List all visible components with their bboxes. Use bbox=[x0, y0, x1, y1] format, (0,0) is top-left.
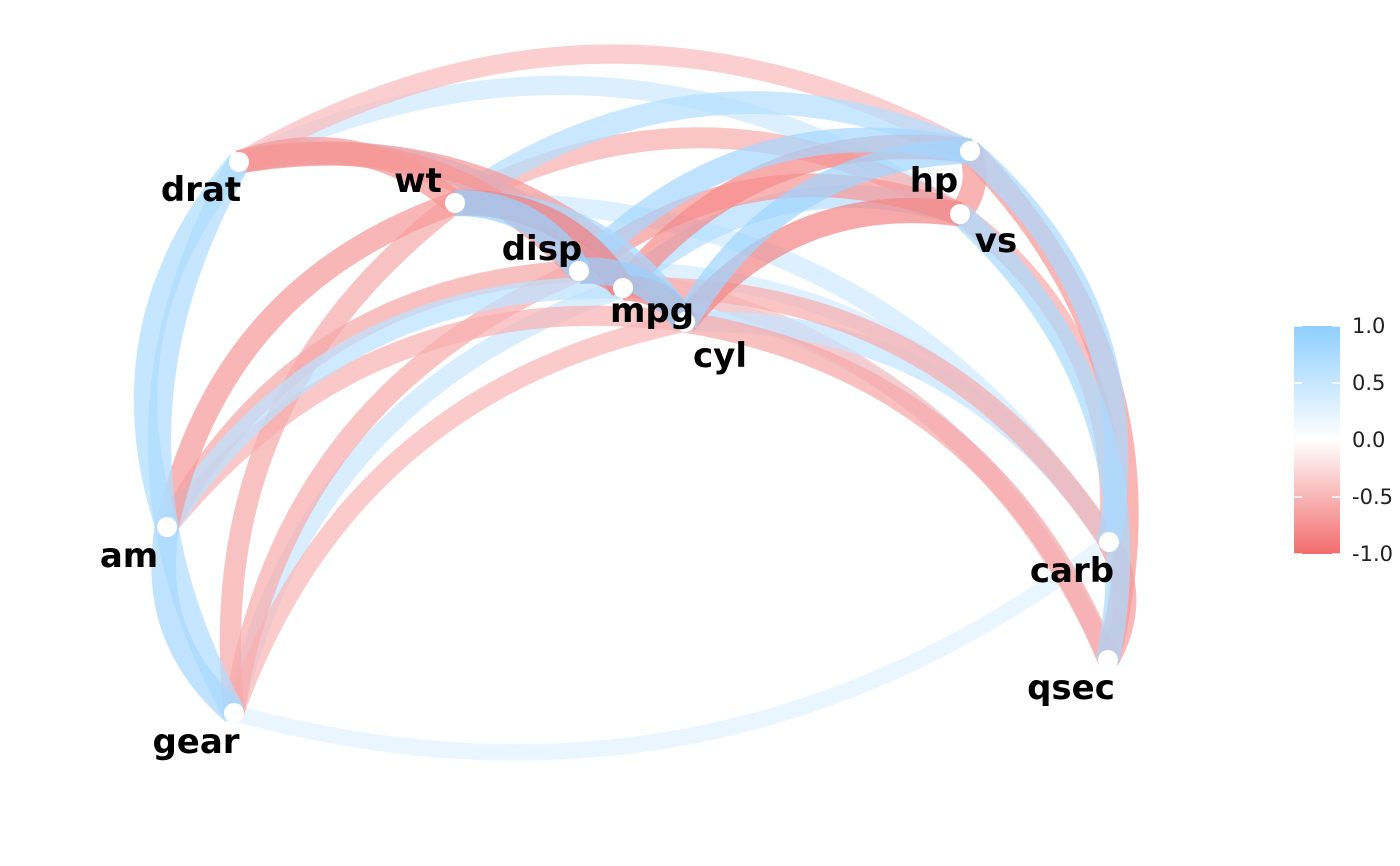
edge-mpg-am bbox=[157, 276, 624, 533]
nodes-layer bbox=[157, 141, 1119, 723]
edges-layer bbox=[133, 44, 1139, 761]
legend-ticks: 1.0 0.5 0.0 -0.5 -1.0 bbox=[1294, 314, 1393, 566]
node-label-vs: vs bbox=[975, 221, 1017, 261]
edge-cyl-qsec bbox=[683, 311, 1118, 665]
color-legend: 1.0 0.5 0.0 -0.5 -1.0 bbox=[1294, 314, 1393, 566]
node-gear bbox=[224, 703, 244, 723]
node-label-hp: hp bbox=[910, 161, 959, 201]
legend-tick-label: -1.0 bbox=[1352, 542, 1393, 566]
node-label-qsec: qsec bbox=[1027, 668, 1115, 708]
legend-tick-label: 0.0 bbox=[1352, 428, 1385, 452]
edge-hp-wt bbox=[448, 91, 975, 213]
edge-gear-carb bbox=[231, 535, 1114, 761]
edge-disp-hp bbox=[570, 127, 973, 280]
node-label-disp: disp bbox=[502, 229, 583, 269]
edge-hp-carb bbox=[962, 141, 1129, 545]
edge-wt-am bbox=[155, 192, 459, 530]
node-label-cyl: cyl bbox=[693, 336, 747, 376]
node-wt bbox=[445, 193, 465, 213]
legend-tick-label: 1.0 bbox=[1352, 314, 1385, 338]
edge-cyl-hp bbox=[674, 138, 971, 329]
node-label-gear: gear bbox=[152, 722, 239, 762]
node-disp bbox=[569, 261, 589, 281]
node-label-mpg: mpg bbox=[610, 291, 694, 331]
edge-cyl-disp bbox=[578, 257, 696, 330]
node-label-am: am bbox=[100, 536, 158, 576]
edge-am-gear bbox=[151, 524, 243, 723]
node-vs bbox=[950, 204, 970, 224]
edge-cyl-gear bbox=[224, 312, 688, 717]
node-mpg bbox=[613, 278, 633, 298]
node-drat bbox=[229, 152, 249, 172]
node-cyl bbox=[675, 312, 695, 332]
edge-drat-gear bbox=[147, 156, 250, 719]
edge-disp-gear bbox=[223, 261, 584, 715]
edge-hp-drat bbox=[234, 44, 975, 171]
node-label-wt: wt bbox=[394, 161, 442, 201]
edge-wt-gear bbox=[219, 194, 462, 715]
edge-drat-am bbox=[133, 154, 248, 531]
legend-tick-label: -0.5 bbox=[1352, 485, 1393, 509]
edge-drat-wt bbox=[235, 137, 463, 213]
edge-qsec-vs bbox=[951, 205, 1131, 663]
node-am bbox=[157, 517, 177, 537]
node-qsec bbox=[1098, 650, 1118, 670]
node-label-carb: carb bbox=[1030, 551, 1114, 591]
node-hp bbox=[960, 141, 980, 161]
labels-layer: mpg cyl disp hp drat wt qsec vs am gear carb bbox=[100, 161, 1115, 762]
legend-tick-label: 0.5 bbox=[1352, 371, 1385, 395]
node-label-drat: drat bbox=[161, 170, 241, 210]
node-carb bbox=[1099, 532, 1119, 552]
edge-disp-wt bbox=[454, 189, 591, 279]
